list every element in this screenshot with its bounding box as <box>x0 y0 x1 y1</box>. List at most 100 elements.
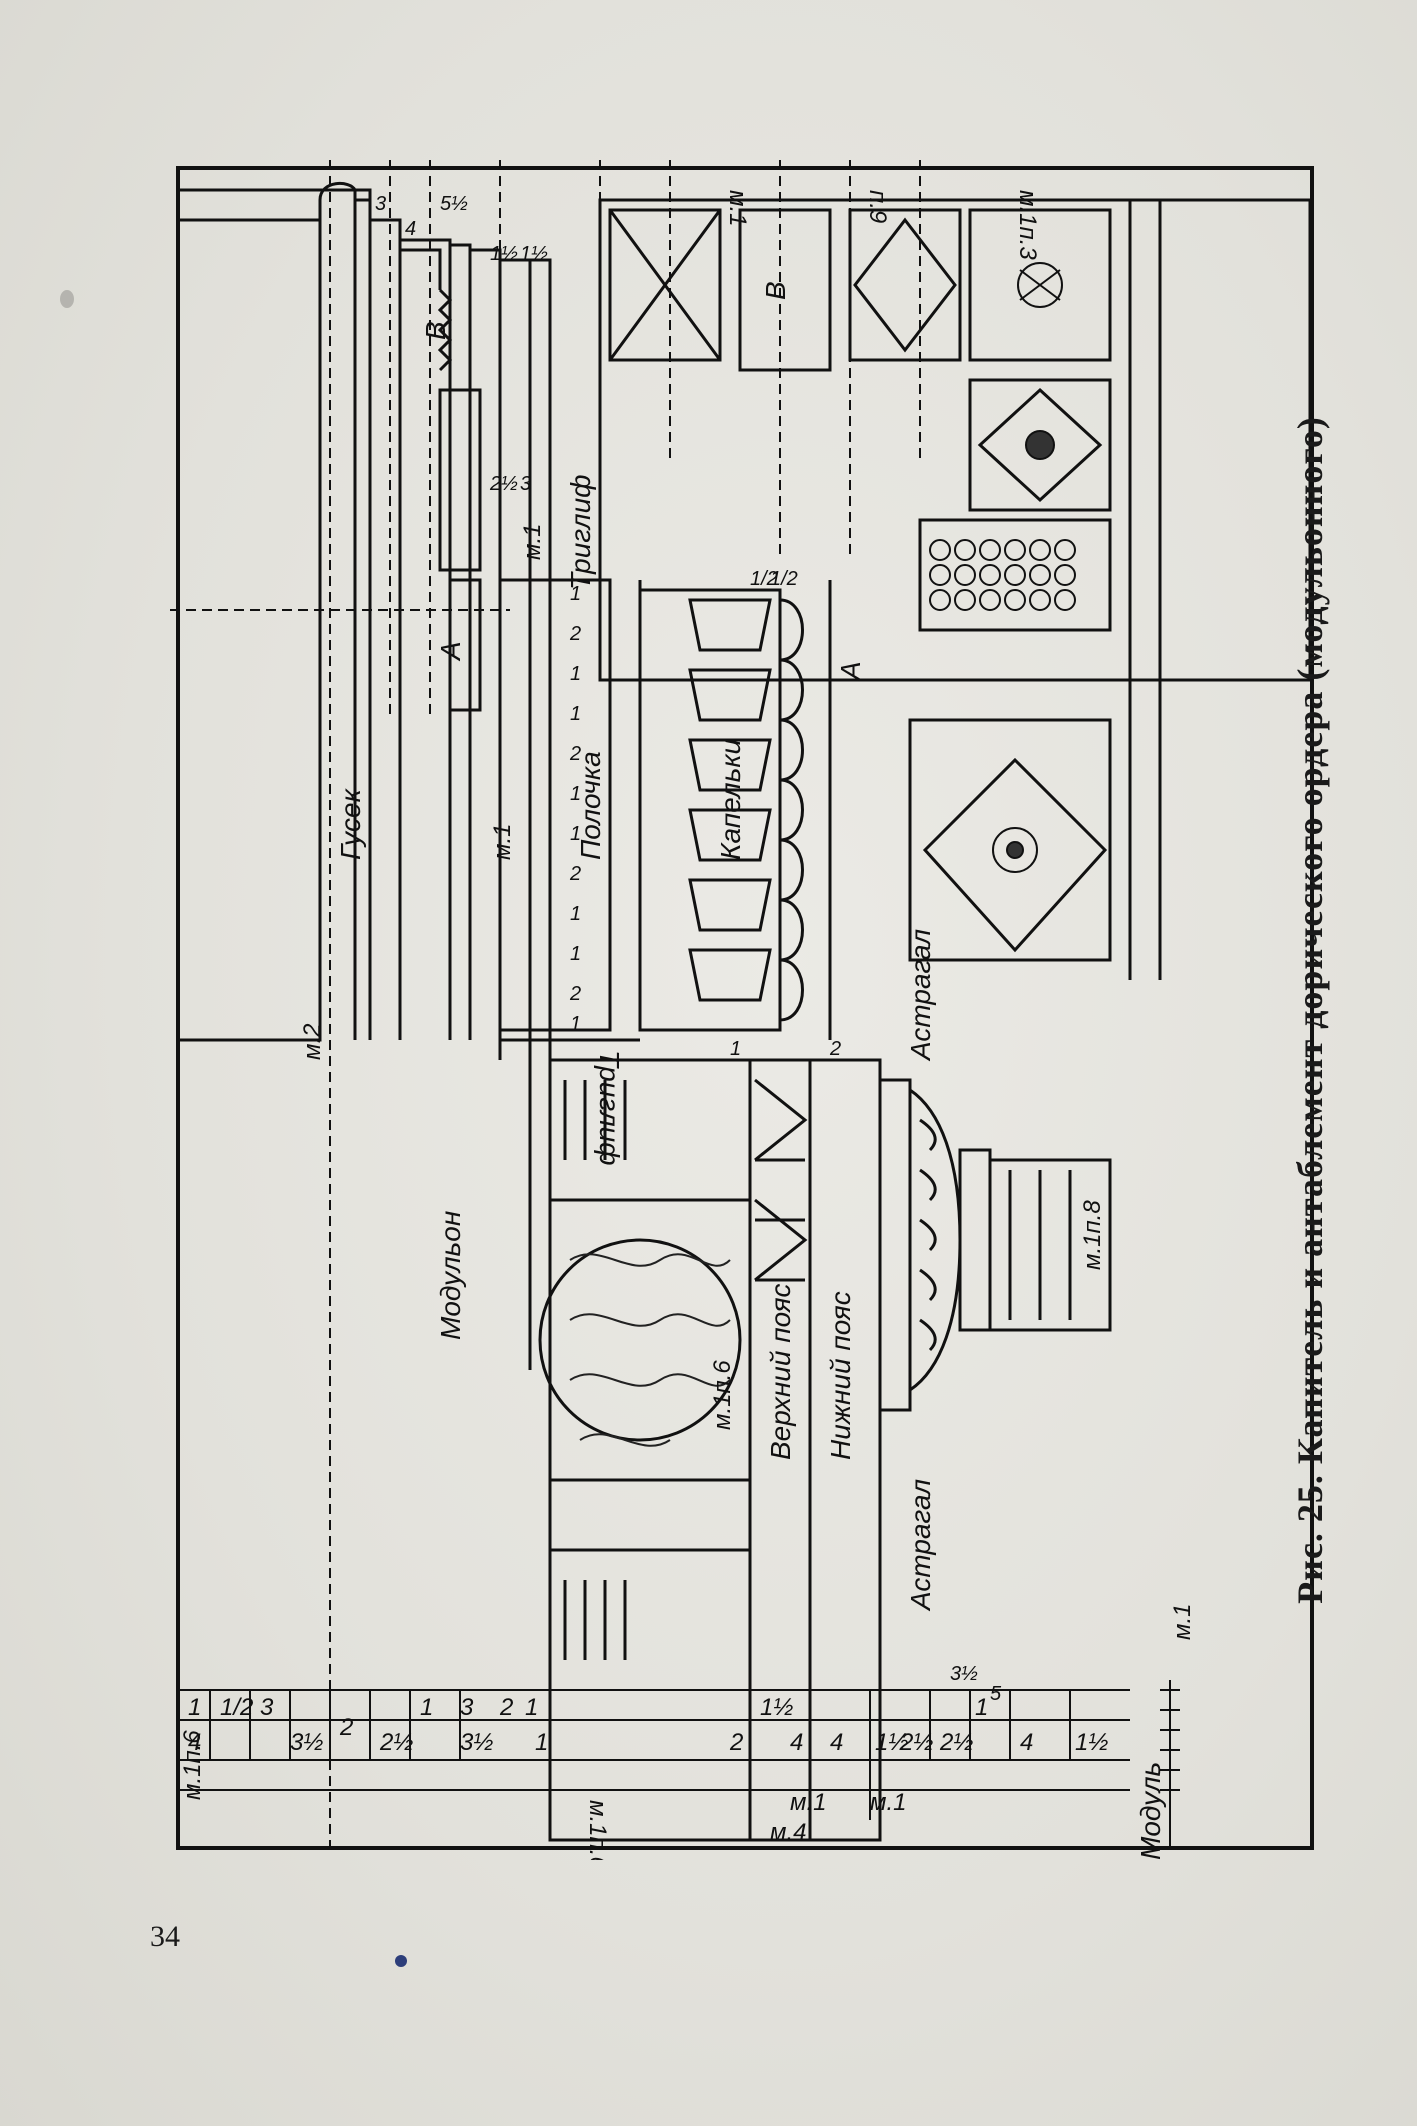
svg-text:1½: 1½ <box>490 243 518 265</box>
dim-m1-scale: м.1 <box>1169 1604 1196 1640</box>
label-modulon: Модульон <box>435 1211 466 1340</box>
svg-text:2: 2 <box>569 863 581 885</box>
svg-text:4: 4 <box>188 1729 201 1756</box>
label-a-profile: A <box>435 641 466 662</box>
svg-text:2: 2 <box>339 1714 353 1741</box>
label-a-soffit: A <box>835 661 866 682</box>
corner-profile <box>180 188 482 712</box>
dim-m1p6-metope: м.1п.6 <box>709 1360 736 1430</box>
dim-m1-bottom-b: м.1 <box>870 1789 906 1816</box>
top-dimension-lines <box>170 160 921 1850</box>
row-right-dims: 2½ 2½ 1 4 1½ <box>899 1694 1108 1756</box>
svg-text:1: 1 <box>570 943 581 965</box>
svg-text:1½: 1½ <box>520 243 548 265</box>
svg-text:1½: 1½ <box>760 1694 793 1721</box>
dim-m1p6-frieze: м.1п.6 <box>584 1800 611 1860</box>
row-mid-dims: 2 1½ 4 4 1½ <box>729 1694 908 1756</box>
svg-text:2: 2 <box>499 1694 513 1721</box>
svg-text:3: 3 <box>375 193 386 215</box>
svg-text:2: 2 <box>729 1729 743 1756</box>
svg-text:1: 1 <box>570 823 581 845</box>
dim-m1p8: м.1п.8 <box>1079 1200 1106 1270</box>
label-astragal-bottom: Астрагал <box>905 1479 936 1612</box>
ink-speck <box>395 1955 407 1967</box>
cornice-profile <box>178 181 552 1370</box>
label-triglif-top: Триглиф <box>565 474 596 590</box>
plate-frame <box>176 166 1314 1850</box>
svg-text:1: 1 <box>570 783 581 805</box>
label-triglif-bottom: Триглиф <box>594 1050 625 1166</box>
architrave-belts <box>748 1058 882 1842</box>
module-scale <box>1160 1680 1180 1850</box>
svg-text:4: 4 <box>830 1729 843 1756</box>
bottom-dimension-rows <box>178 1689 1130 1820</box>
svg-text:2½: 2½ <box>489 473 518 495</box>
drawing-plate: B A B A <box>170 160 1314 1860</box>
svg-text:3: 3 <box>520 473 531 495</box>
label-verhny-poyas: Верхний пояс <box>765 1283 796 1460</box>
dim-m1-mid: м.1 <box>489 824 516 860</box>
dim-m1-soffit: м.1 <box>724 190 751 226</box>
svg-text:4: 4 <box>405 218 416 240</box>
svg-text:2½: 2½ <box>939 1729 973 1756</box>
svg-text:2½: 2½ <box>899 1729 933 1756</box>
svg-text:5½: 5½ <box>440 193 468 215</box>
svg-text:1: 1 <box>570 1013 581 1035</box>
kapelki-block <box>638 580 832 1040</box>
page-number: 34 <box>150 1920 180 1953</box>
svg-text:2: 2 <box>569 623 581 645</box>
svg-text:5: 5 <box>990 1683 1002 1705</box>
row-top-dims: 3 3½ 2 1 1 <box>460 1694 548 1756</box>
svg-text:4: 4 <box>1020 1729 1033 1756</box>
dim-m1-top: м.1 <box>519 524 546 560</box>
capital-profile <box>878 1078 1112 1412</box>
label-b-soffit: B <box>760 281 791 300</box>
rosette-ornaments <box>992 262 1063 873</box>
label-modul: Модуль <box>1135 1762 1166 1860</box>
svg-text:1/2: 1/2 <box>750 568 778 590</box>
svg-text:4: 4 <box>790 1729 803 1756</box>
svg-text:1½: 1½ <box>1075 1729 1108 1756</box>
svg-text:2: 2 <box>569 743 581 765</box>
guttae-grid <box>929 539 1076 611</box>
svg-text:1: 1 <box>730 1038 741 1060</box>
svg-text:1½: 1½ <box>875 1729 908 1756</box>
triglif-polochka-block <box>498 578 642 1042</box>
svg-text:1: 1 <box>570 663 581 685</box>
label-kapelki: Капельки <box>715 738 746 860</box>
dim-m1p3: м.1п.3 <box>1014 190 1041 260</box>
figure-caption-text: Рис. 25. Капитель и антаблемент дорическ… <box>1290 416 1330 1604</box>
svg-text:3: 3 <box>260 1694 274 1721</box>
svg-text:3½: 3½ <box>290 1729 323 1756</box>
label-astragal-top: Астрагал <box>905 929 936 1062</box>
row-left-dims: 1 4 1/2 3 3½ 2 2½ 1 <box>188 1694 433 1756</box>
svg-text:1: 1 <box>975 1694 988 1721</box>
svg-text:3½: 3½ <box>950 1663 978 1685</box>
svg-text:1: 1 <box>188 1694 201 1721</box>
svg-text:1: 1 <box>570 903 581 925</box>
label-gusek: Гусек <box>335 787 366 860</box>
svg-text:1/2: 1/2 <box>770 568 798 590</box>
guttae-dims: 1/2 1/2 <box>750 568 798 590</box>
svg-text:1: 1 <box>535 1729 548 1756</box>
dim-m2: м.2 <box>299 1024 326 1060</box>
label-polochka: Полочка <box>575 751 606 860</box>
soffit-panel <box>598 198 1312 980</box>
dim-m1p6-left: м.1п.6 <box>179 1730 206 1800</box>
svg-text:1: 1 <box>525 1694 538 1721</box>
ink-speck <box>60 290 74 308</box>
svg-text:2: 2 <box>829 1038 841 1060</box>
triglif-small-dims: 1 2 <box>730 1038 841 1060</box>
label-b-profile: B <box>420 321 451 340</box>
metope-ornament <box>569 1253 731 1447</box>
svg-text:1: 1 <box>570 583 581 605</box>
svg-text:2½: 2½ <box>379 1729 413 1756</box>
frieze-block <box>538 1058 752 1842</box>
svg-text:1: 1 <box>570 703 581 725</box>
svg-text:2: 2 <box>569 983 581 1005</box>
label-nizhny-poyas: Нижний пояс <box>825 1291 856 1460</box>
svg-text:3½: 3½ <box>460 1729 493 1756</box>
svg-text:1/2: 1/2 <box>220 1694 253 1721</box>
dim-p9: п.9 <box>864 190 891 223</box>
